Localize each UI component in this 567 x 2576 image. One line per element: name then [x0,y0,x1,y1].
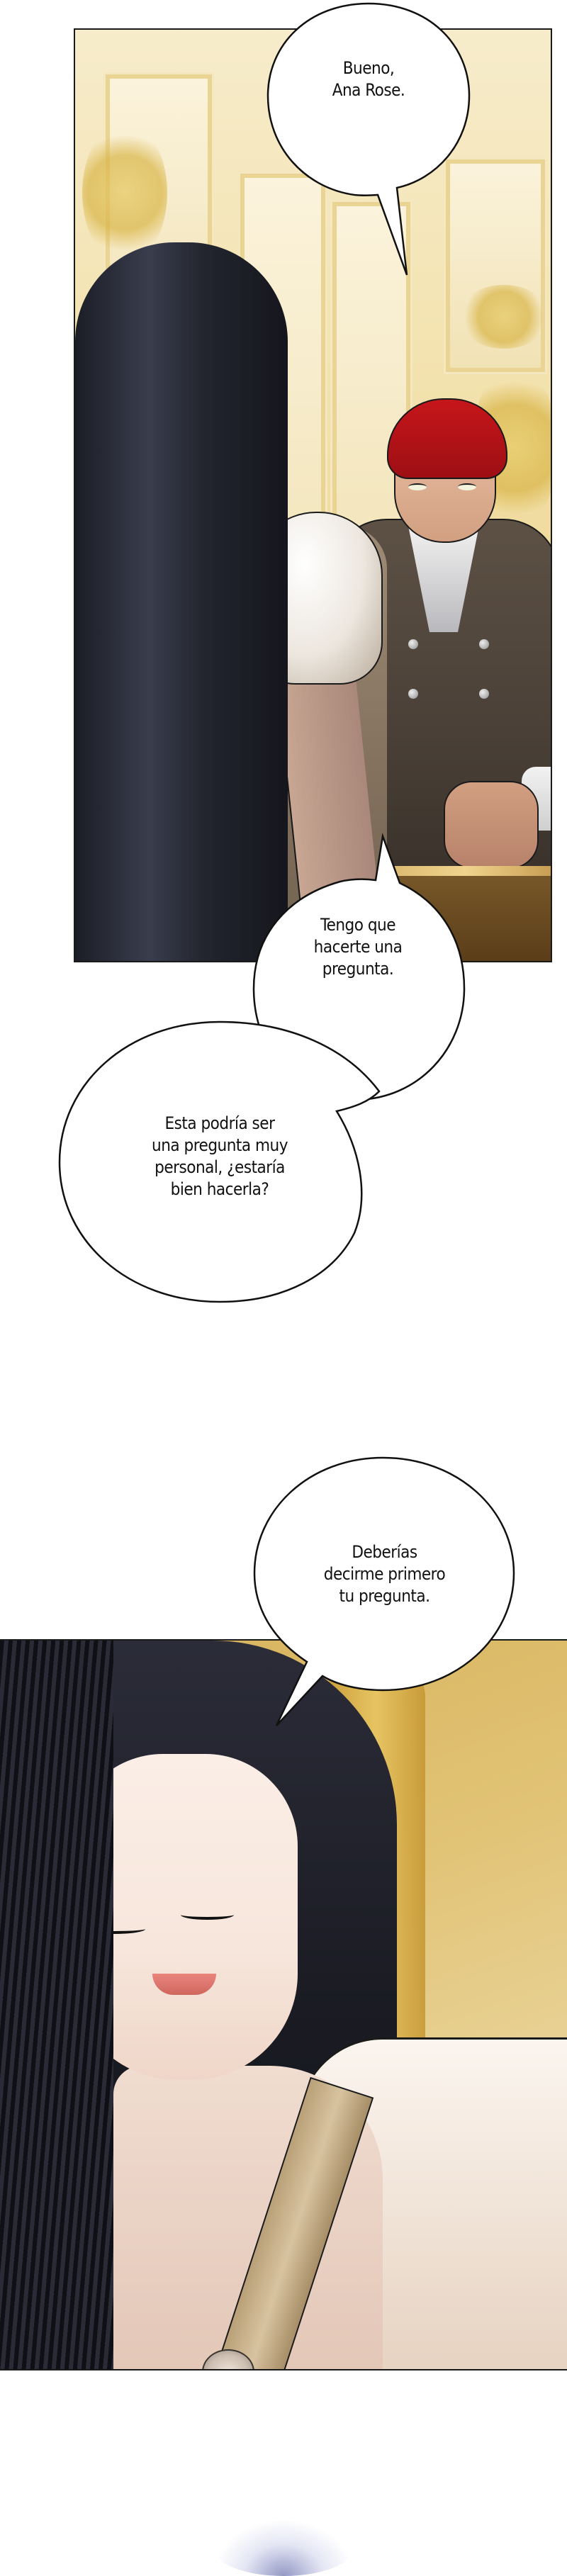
man-eye [408,483,427,490]
speech-bubble-4: Deberías decirme primero tu pregunta. [252,1456,517,1740]
bubble-1-text: Bueno, Ana Rose. [332,58,405,100]
woman-smile [152,1974,216,1995]
speech-bubble-3: Esta podría ser una pregunta muy persona… [57,1020,383,1304]
gold-ornament [82,122,167,264]
comic-panel-closeup [0,1639,567,2370]
coat-button [479,639,489,649]
table [373,866,551,961]
man-red-hair [387,398,507,479]
coat-button [479,689,489,699]
speech-bubble-shape [58,1020,381,1303]
bubble-2-text: Tengo que hacerte una pregunta. [313,915,403,979]
gold-ornament [458,285,550,349]
coat-button [408,689,418,699]
next-panel-glow [213,2519,354,2576]
coat-button [408,639,418,649]
bubble-4-text: Deberías decirme primero tu pregunta. [323,1542,446,1606]
comic-panel-palace-room [74,28,552,962]
woman-black-hair [75,242,288,961]
speech-bubble-shape [266,2,471,276]
speech-bubble-1: Bueno, Ana Rose. [262,2,475,279]
closed-eye-left [82,1924,145,1934]
man-eye [458,483,476,490]
closed-eye-right [181,1910,234,1920]
hair-strands [0,1641,113,2369]
speech-bubble-shape [253,1456,515,1726]
bubble-3-text: Esta podría ser una pregunta muy persona… [152,1113,288,1199]
speech-bubble-2: Tengo que hacerte una pregunta. [248,833,468,1120]
